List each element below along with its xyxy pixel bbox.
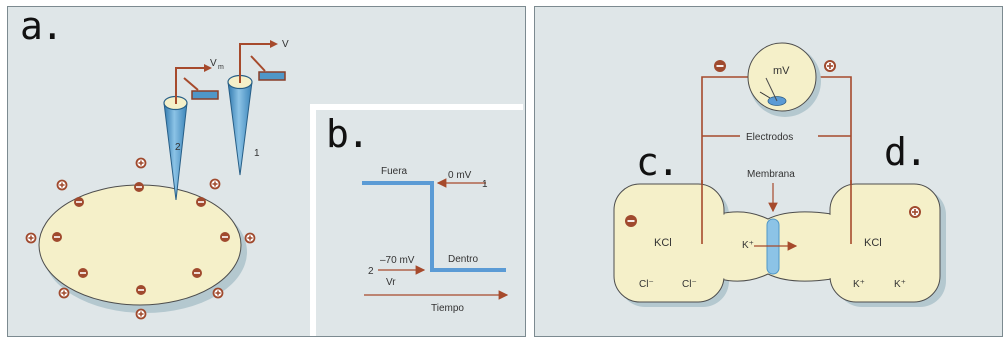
membrane-label: Membrana [747,169,795,180]
vm-label: V [210,58,217,69]
minus70-label: –70 mV [380,255,415,266]
plus-marks-a [28,160,253,317]
trace-1-label: 1 [482,179,488,190]
mv-label: mV [773,65,790,77]
k-plus-label-1: K⁺ [853,279,865,290]
inside-label: Dentro [448,254,478,265]
trace-2-label: 2 [368,266,374,277]
zero-mv-label: 0 mV [448,170,472,181]
right-chamber [829,183,941,303]
vr-label: Vr [386,277,396,288]
electrode-2 [163,64,219,201]
panel-a-letter: a. [20,4,64,48]
panel-b [310,104,523,336]
vm-subscript: m [218,64,224,71]
v-label: V [282,39,289,50]
voltmeter [747,42,821,117]
cell-a [38,184,247,313]
electrode-1-label: 1 [254,148,260,159]
k-plus-center-label: K⁺ [742,240,754,251]
cl-minus-label-2: Cl⁻ [682,279,697,290]
outside-label: Fuera [381,166,408,177]
panel-c-letter: c. [636,140,680,184]
cl-minus-label-1: Cl⁻ [639,279,654,290]
membrane-potential-trace [362,181,506,272]
kcl-right-label: KCl [864,237,882,249]
time-label: Tiempo [431,303,464,314]
k-plus-label-2: K⁺ [894,279,906,290]
electrodes-label: Electrodos [746,132,793,143]
minus-marks-a [54,186,228,291]
kcl-left-label: KCl [654,237,672,249]
electrode-2-label: 2 [175,142,181,153]
electrode-1 [227,40,286,176]
panel-d-letter: d. [884,130,928,174]
panel-b-letter: b. [326,112,370,156]
